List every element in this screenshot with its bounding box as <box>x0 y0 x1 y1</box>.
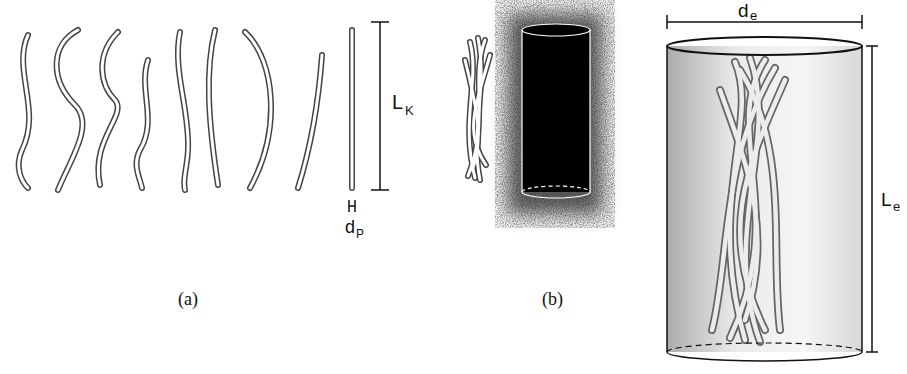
diameter-subscript: P <box>356 228 364 240</box>
diameter-subscript: e <box>750 9 757 22</box>
length-subscript: K <box>405 104 414 117</box>
length-symbol: L <box>392 92 403 112</box>
length-symbol: L <box>881 190 892 209</box>
diameter-symbol: d <box>738 1 749 20</box>
panel-label: (a) <box>178 290 198 308</box>
length-subscript: e <box>893 200 900 213</box>
diameter-symbol: d <box>345 218 355 236</box>
panel-label: (b) <box>542 290 563 308</box>
